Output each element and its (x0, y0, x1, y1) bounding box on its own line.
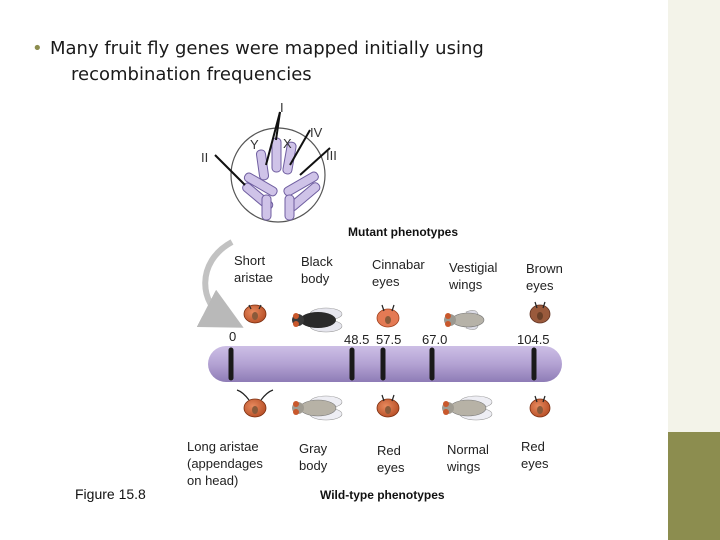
map-position-104-5: 104.5 (517, 332, 550, 347)
chromosome-iii-a (283, 171, 319, 197)
chromosome-i-a (261, 194, 272, 221)
label-chromosome-y: Y (250, 137, 259, 152)
chromosome-x (271, 137, 282, 173)
pointer-line-iv (289, 129, 311, 166)
map-position-67-0: 67.0 (422, 332, 448, 347)
pointer-line-i-2 (275, 111, 281, 141)
wildtype-fly-red-eyes-2 (529, 395, 551, 418)
wildtype-phenotypes-header: Wild-type phenotypes (320, 488, 445, 502)
mutant-fly-black-body (292, 307, 343, 333)
wildtype-fly-normal-wings (442, 395, 493, 421)
label-chromosome-ii: II (201, 150, 209, 165)
mutant-fly-brown-eyes (529, 301, 551, 324)
mutant-phenotypes-header: Mutant phenotypes (348, 225, 458, 239)
mutant-fly-vestigial-wings (444, 310, 485, 330)
cell-karyotype (214, 111, 331, 223)
map-position-57-5: 57.5 (376, 332, 402, 347)
label-chromosome-iii: III (326, 148, 337, 163)
zoom-arrow (196, 239, 244, 328)
wildtype-fly-gray-body (292, 395, 343, 421)
chromosome-i-b (284, 194, 295, 221)
label-chromosome-x: X (283, 136, 292, 151)
mutant-fly-short-aristae (243, 304, 267, 324)
wildtype-fly-long-aristae (236, 389, 274, 418)
pointer-line-ii (214, 154, 246, 186)
chromosome-ii-a (243, 172, 278, 197)
figure-label: Figure 15.8 (75, 486, 146, 502)
bullet-line-1: Many fruit fly genes were mapped initial… (50, 38, 484, 59)
locus-bands (228, 347, 537, 381)
bullet-dot-icon: • (32, 38, 43, 59)
wildtype-fly-red-eyes (376, 394, 400, 418)
bullet-line-2: recombination frequencies (71, 64, 312, 85)
bullet-point: • Many fruit fly genes were mapped initi… (32, 36, 610, 88)
map-position-0: 0 (229, 329, 237, 344)
mutant-fly-cinnabar-eyes (376, 304, 400, 328)
side-accent-block (668, 432, 720, 540)
map-position-48-5: 48.5 (344, 332, 370, 347)
pointer-line-i (265, 111, 281, 166)
label-chromosome-i: I (280, 100, 284, 115)
pointer-line-iii (299, 147, 331, 176)
figure-background (166, 96, 561, 442)
label-chromosome-iv: IV (310, 125, 323, 140)
